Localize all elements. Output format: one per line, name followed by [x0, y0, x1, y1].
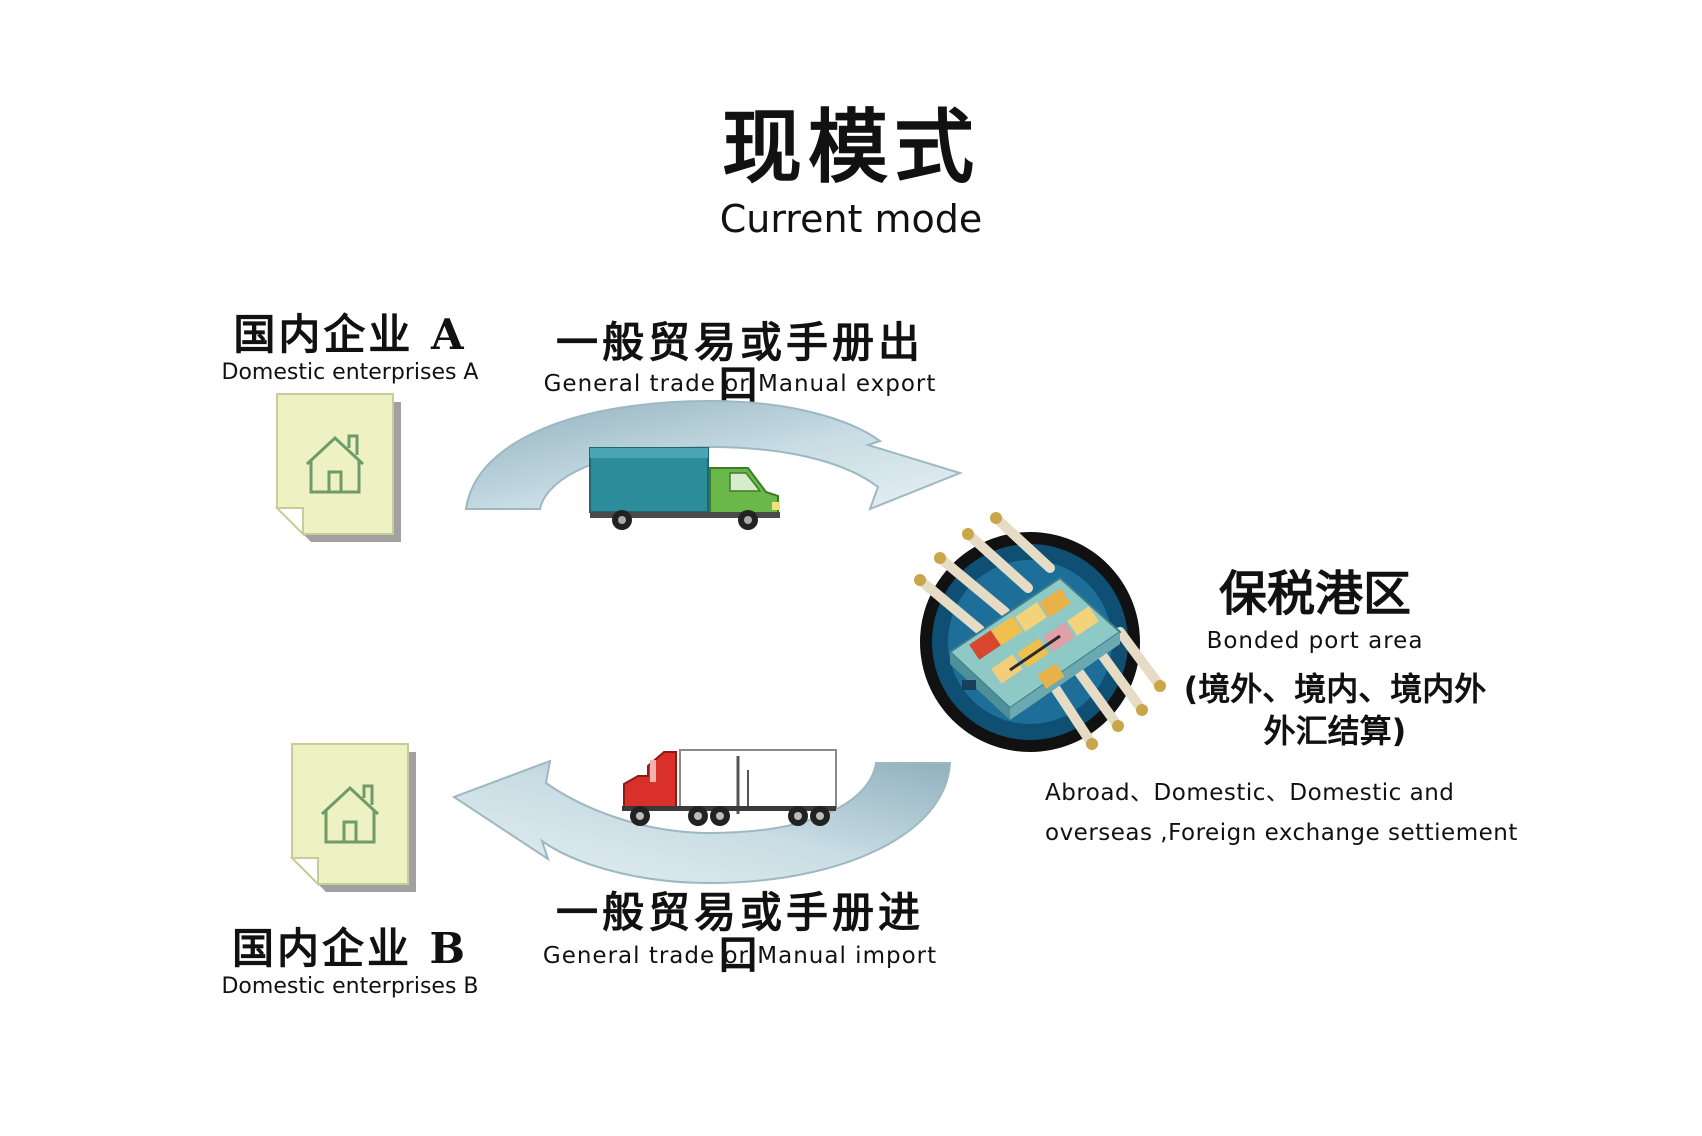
bonded-port-note-en-line1: Abroad、Domestic、Domestic and — [1045, 780, 1455, 806]
page-title: 现模式 — [722, 101, 980, 194]
export-flow-label-en: General trade or Manual export — [543, 371, 937, 397]
import-arrow — [451, 759, 952, 885]
semi-truck-icon — [622, 749, 837, 826]
house-document-icon — [289, 743, 416, 892]
enterprise-a-label-en: Domestic enterprises A — [221, 360, 479, 385]
bonded-port-label-en: Bonded port area — [1206, 628, 1424, 654]
bonded-port-note-en-line2: overseas ,Foreign exchange settiement — [1045, 820, 1518, 846]
enterprise-b-label-en: Domestic enterprises B — [221, 974, 479, 999]
house-document-icon — [274, 393, 401, 542]
enterprise-a-label-cn: 国内企业 A — [233, 310, 467, 359]
page-subtitle: Current mode — [719, 197, 983, 241]
bonded-port-icon — [914, 512, 1166, 752]
import-flow-label-en: General trade or Manual import — [542, 943, 938, 969]
bonded-port-note-cn-line2: 外汇结算) — [1263, 712, 1407, 750]
enterprise-b-label-cn: 国内企业 B — [231, 924, 469, 973]
box-truck-icon — [589, 447, 780, 530]
export-flow-label-cn: 一般贸易或手册出口 — [555, 318, 924, 409]
bonded-port-label-cn: 保税港区 — [1218, 566, 1411, 622]
bonded-port-note-cn-line1: (境外、境内、境内外 — [1183, 670, 1487, 708]
import-flow-label-cn: 一般贸易或手册进口 — [555, 888, 924, 979]
